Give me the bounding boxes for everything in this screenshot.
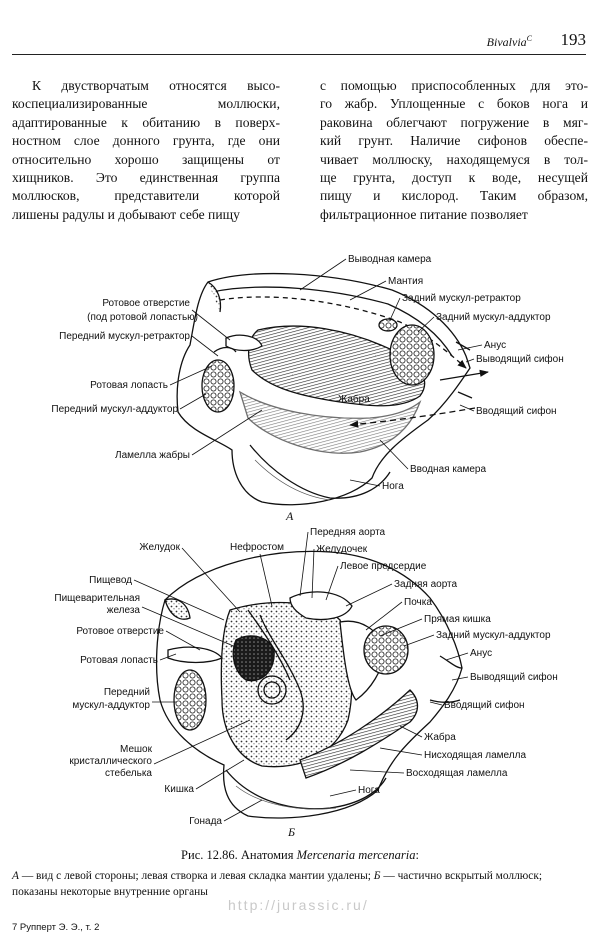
label-b-rotovoe-otverstie: Ротовое отверстие bbox=[76, 626, 164, 637]
label-b-anus: Анус bbox=[470, 648, 492, 659]
label-b-zheludok: Желудок bbox=[139, 542, 180, 553]
label-rotovaya-lopast: Ротовая лопасть bbox=[90, 380, 168, 391]
label-b-peredniy-2: мускул-аддуктор bbox=[72, 700, 150, 711]
label-b-meshok-1: Мешок bbox=[120, 744, 153, 755]
label-b-perednyaya-aorta: Передняя аорта bbox=[310, 527, 386, 538]
page-footer: 7 Рупперт Э. Э., т. 2 bbox=[12, 922, 100, 933]
label-b-pishchevod: Пищевод bbox=[89, 575, 132, 586]
label-b-zadnyaya-aorta: Задняя аорта bbox=[394, 579, 458, 590]
figure-a-labels: Выводная камера Мантия Задний мускул-рет… bbox=[51, 254, 563, 523]
label-b-pryamaya-kishka: Прямая кишка bbox=[424, 614, 491, 625]
text-line: ще грунта, доступ к воде, несущей bbox=[320, 170, 588, 186]
label-b-meshok-2: кристаллического bbox=[69, 756, 152, 767]
text-line: адаптированные к обитанию в поверх- bbox=[12, 114, 280, 130]
label-b-pochka: Почка bbox=[404, 597, 432, 608]
label-b-nefrostom: Нефростом bbox=[230, 541, 284, 553]
text-line: относительно хорошо защищены от bbox=[12, 151, 280, 167]
left-column: К двустворчатым относятся высо- коспециа… bbox=[12, 77, 280, 247]
text-line: К двустворчатым относятся высо- bbox=[32, 78, 280, 93]
label-b-vvodyashchiy-sifon: Вводящий сифон bbox=[444, 699, 525, 711]
label-b-zheludochek: Желудочек bbox=[316, 544, 368, 555]
label-b-kishka: Кишка bbox=[164, 784, 194, 795]
label-rotovoe-otverstie: Ротовое отверстие bbox=[102, 298, 190, 309]
text-line: го жабр. Уплощенные с боков нога и bbox=[320, 96, 588, 112]
figure-caption-title: Рис. 12.86. Анатомия Mercenaria mercenar… bbox=[181, 848, 419, 862]
text-line: хищников. Это единственная группа bbox=[12, 170, 280, 186]
label-zadniy-retraktor: Задний мускул-ретрактор bbox=[402, 293, 521, 304]
label-peredniy-adduktor: Передний мускул-аддуктор bbox=[51, 404, 178, 415]
label-zadniy-adduktor: Задний мускул-аддуктор bbox=[436, 312, 551, 323]
watermark: http://jurassic.ru/ bbox=[228, 897, 369, 913]
body-text: К двустворчатым относятся высо- коспециа… bbox=[12, 77, 588, 247]
text-line: фильтрационное питание позволяет bbox=[320, 206, 528, 222]
label-b-meshok-3: стебелька bbox=[105, 767, 152, 779]
label-b-zadniy-adduktor: Задний мускул-аддуктор bbox=[436, 630, 551, 641]
label-b-vyvodyashchiy-sifon: Выводящий сифон bbox=[470, 671, 558, 683]
right-column: с помощью приспособленных для это- го жа… bbox=[320, 77, 588, 247]
text-line: коспециализированные моллюски, bbox=[12, 96, 280, 112]
label-b-rotovaya-lopast: Ротовая лопасть bbox=[80, 655, 158, 666]
figure-caption-text: А — вид с левой стороны; левая створка и… bbox=[12, 870, 543, 898]
figure-b-leaders bbox=[133, 531, 469, 822]
text-line: кий грунт. Наличие сифонов обеспе- bbox=[320, 133, 588, 149]
label-b-voskhodyashchaya: Восходящая ламелла bbox=[406, 768, 508, 779]
figure-a-drawing bbox=[176, 272, 489, 506]
text-line: моллюсков, представители которой bbox=[12, 188, 280, 204]
text-line: раковина облегчают погружение в мяг- bbox=[320, 114, 588, 130]
label-mantiya: Мантия bbox=[388, 276, 423, 287]
label-zhabra: Жабра bbox=[338, 393, 370, 405]
label-pod-lopastyu: (под ротовой лопастью) bbox=[87, 312, 198, 323]
label-vyvodyashchiy-sifon: Выводящий сифон bbox=[476, 353, 564, 365]
label-b-niskhodyashchaya: Нисходящая ламелла bbox=[424, 750, 526, 761]
panel-label-a: А bbox=[285, 509, 294, 523]
label-b-peredniy-1: Передний bbox=[104, 687, 150, 698]
label-b-pishchevar-1: Пищеварительная bbox=[54, 593, 140, 604]
label-b-zhabra: Жабра bbox=[424, 731, 456, 743]
label-vyvodnaya-kamera: Выводная камера bbox=[348, 254, 432, 265]
label-vvodnaya-kamera: Вводная камера bbox=[410, 464, 486, 475]
label-b-gonada: Гонада bbox=[189, 816, 222, 827]
label-vvodyashchiy-sifon: Вводящий сифон bbox=[476, 405, 557, 417]
label-b-noga: Нога bbox=[358, 785, 380, 796]
figure-b-labels: Желудок Нефростом Передняя аорта Желудоч… bbox=[54, 527, 557, 839]
label-b-pishchevar-2: железа bbox=[107, 605, 141, 616]
running-head: BivalviaC 193 bbox=[12, 30, 587, 55]
label-lamella-zhabry: Ламелла жабры bbox=[115, 449, 190, 461]
text-line: лишены радулы и добывают себе пищу bbox=[12, 206, 240, 222]
figure-a-leaders bbox=[169, 258, 483, 487]
figure-b-drawing bbox=[155, 550, 463, 819]
text-line: чивает моллюску, находящемуся в тол- bbox=[320, 151, 588, 167]
label-noga: Нога bbox=[382, 481, 404, 492]
text-line: с помощью приспособленных для это- bbox=[320, 78, 588, 93]
label-anus: Анус bbox=[484, 340, 506, 351]
label-b-levoe-predserdie: Левое предсердие bbox=[340, 561, 427, 572]
section-title: BivalviaC bbox=[486, 34, 532, 49]
text-line: пищу и кислород. Таким образом, bbox=[320, 188, 588, 204]
label-peredniy-retraktor: Передний мускул-ретрактор bbox=[59, 331, 190, 342]
panel-label-b: Б bbox=[287, 825, 295, 839]
text-line: ностном слое донного грунта, где они bbox=[12, 133, 280, 149]
page-number: 193 bbox=[560, 30, 587, 49]
